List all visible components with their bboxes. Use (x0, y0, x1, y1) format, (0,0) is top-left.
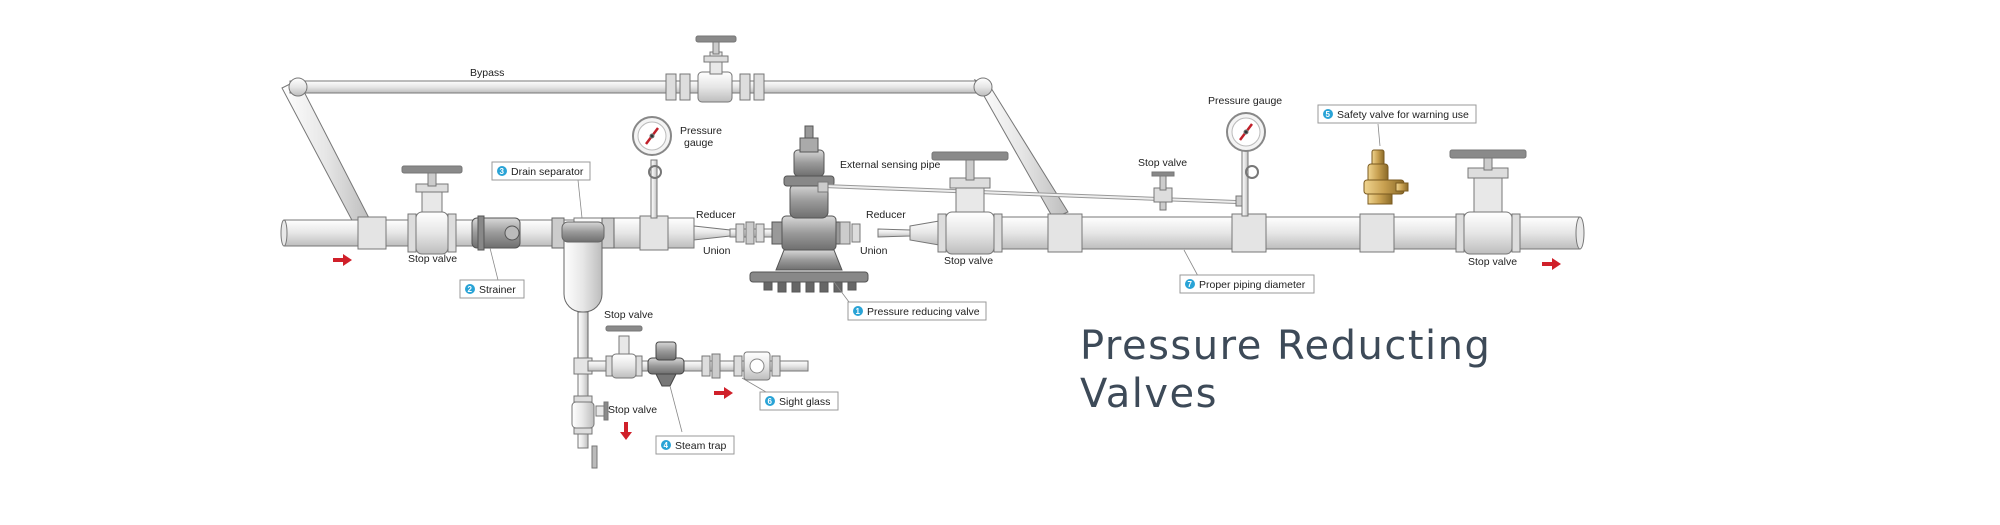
steam-trap (647, 341, 685, 387)
svg-text:4: 4 (664, 441, 669, 450)
stop-valve-drain-label: Stop valve (604, 309, 653, 321)
pressure-gauge-right-label: Pressure gauge (1208, 95, 1282, 107)
stop-valve-mid-label: Stop valve (944, 255, 993, 267)
callout-proper-piping-diameter: 7 Proper piping diameter (1179, 274, 1315, 294)
union-left-label: Union (703, 245, 731, 257)
callout-leaders (489, 123, 1381, 433)
reducer-left-label: Reducer (696, 209, 736, 221)
callout-pressure-reducing-valve: 1 Pressure reducing valve (847, 301, 987, 321)
union-right (839, 221, 861, 245)
stop-valve-bottom[interactable] (571, 395, 609, 435)
bypass-label: Bypass (470, 67, 504, 79)
svg-text:Strainer: Strainer (479, 284, 516, 296)
svg-text:6: 6 (768, 397, 773, 406)
stop-valve-right-label: Stop valve (1468, 256, 1517, 268)
callout-sight-glass: 6 Sight glass (759, 391, 839, 411)
reducer-right-label: Reducer (866, 209, 906, 221)
safety-valve (1363, 149, 1409, 205)
flow-arrow-icon (333, 254, 352, 266)
callout-drain-separator: 3 Drain separator (491, 161, 591, 181)
external-sensing-pipe-label: External sensing pipe (840, 159, 941, 171)
callout-strainer: 2 Strainer (459, 279, 525, 299)
pressure-gauge-left-label-1: Pressure (680, 125, 722, 137)
svg-text:Proper piping diameter: Proper piping diameter (1199, 279, 1306, 291)
svg-text:Pressure reducing valve: Pressure reducing valve (867, 306, 980, 318)
drain-separator (551, 217, 615, 361)
svg-text:3: 3 (500, 167, 505, 176)
flow-arrow-icon (620, 422, 632, 440)
svg-text:5: 5 (1326, 110, 1331, 119)
sight-glass (701, 351, 781, 381)
stop-valve-drain[interactable] (605, 325, 643, 379)
svg-text:Drain separator: Drain separator (511, 166, 584, 178)
strainer (471, 215, 521, 251)
bypass-line (281, 35, 1069, 227)
external-sensing-pipe (817, 181, 1237, 204)
callout-steam-trap: 4 Steam trap (655, 435, 735, 455)
svg-text:Sight glass: Sight glass (779, 396, 830, 408)
stop-valve-mid[interactable] (931, 151, 1009, 255)
page-title-line-1: Pressure Reducting (1080, 323, 1492, 369)
stop-valve-right[interactable] (1449, 149, 1527, 255)
svg-text:7: 7 (1188, 280, 1193, 289)
pressure-reducing-valve[interactable] (749, 125, 869, 293)
union-right-label: Union (860, 245, 888, 257)
page-title-line-2: Valves (1080, 371, 1219, 417)
callout-safety-valve: 5 Safety valve for warning use (1317, 104, 1477, 124)
svg-text:2: 2 (468, 285, 473, 294)
pressure-gauge-left (632, 116, 672, 251)
svg-text:1: 1 (856, 307, 861, 316)
stop-valve-main-left[interactable] (401, 165, 463, 255)
stop-valve-bottom-label: Stop valve (608, 404, 657, 416)
stop-valve-sensing-label: Stop valve (1138, 157, 1187, 169)
stop-valve-main-left-label: Stop valve (408, 253, 457, 265)
stop-valve-sensing[interactable] (1151, 171, 1175, 211)
svg-text:Safety valve for warning use: Safety valve for warning use (1337, 109, 1469, 121)
svg-text:Steam trap: Steam trap (675, 440, 727, 452)
pressure-gauge-right (1226, 112, 1266, 217)
flow-arrow-icon (714, 387, 733, 399)
page-title: Pressure Reducting Valves (1080, 322, 1491, 418)
pressure-gauge-left-label-2: gauge (684, 137, 713, 149)
union-left (735, 221, 765, 245)
flow-arrow-icon (1542, 258, 1561, 270)
